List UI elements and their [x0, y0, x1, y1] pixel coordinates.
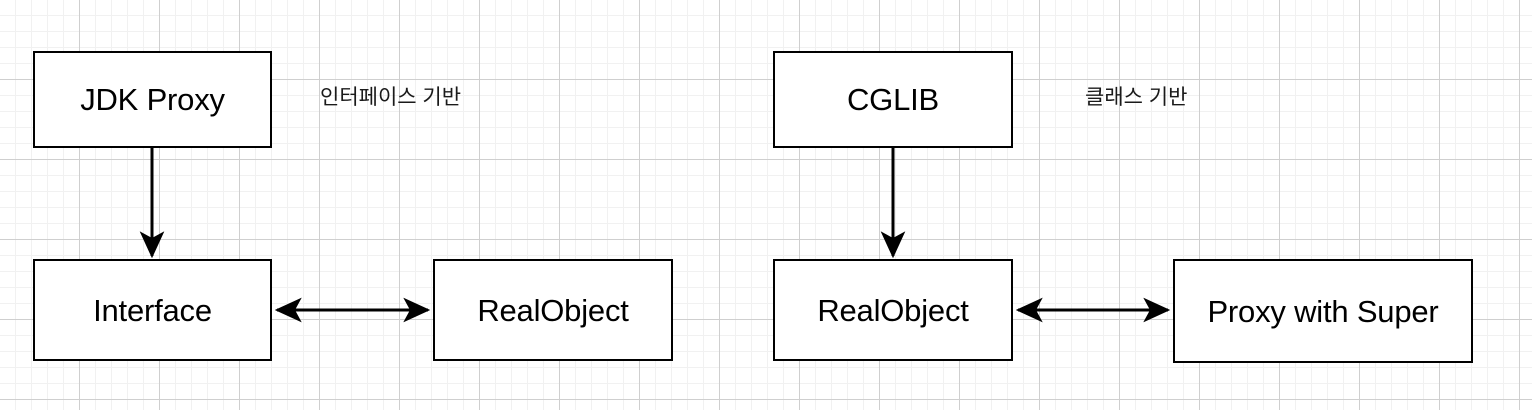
node-proxy-with-super-label: Proxy with Super: [1207, 293, 1439, 329]
node-real-object-left-label: RealObject: [477, 292, 629, 328]
node-jdk-proxy-label: JDK Proxy: [80, 82, 225, 117]
node-real-object-left[interactable]: RealObject: [433, 259, 673, 361]
annotation-class-based: 클래스 기반: [1085, 86, 1188, 109]
node-interface[interactable]: Interface: [33, 259, 272, 361]
node-real-object-right[interactable]: RealObject: [773, 259, 1013, 361]
annotation-interface-based: 인터페이스 기반: [320, 86, 462, 109]
node-cglib-label: CGLIB: [846, 82, 940, 117]
node-proxy-with-super[interactable]: Proxy with Super: [1173, 259, 1473, 363]
node-jdk-proxy[interactable]: JDK Proxy: [33, 51, 272, 148]
node-real-object-right-label: RealObject: [817, 292, 969, 328]
node-cglib[interactable]: CGLIB: [773, 51, 1013, 148]
node-interface-label: Interface: [93, 292, 212, 328]
